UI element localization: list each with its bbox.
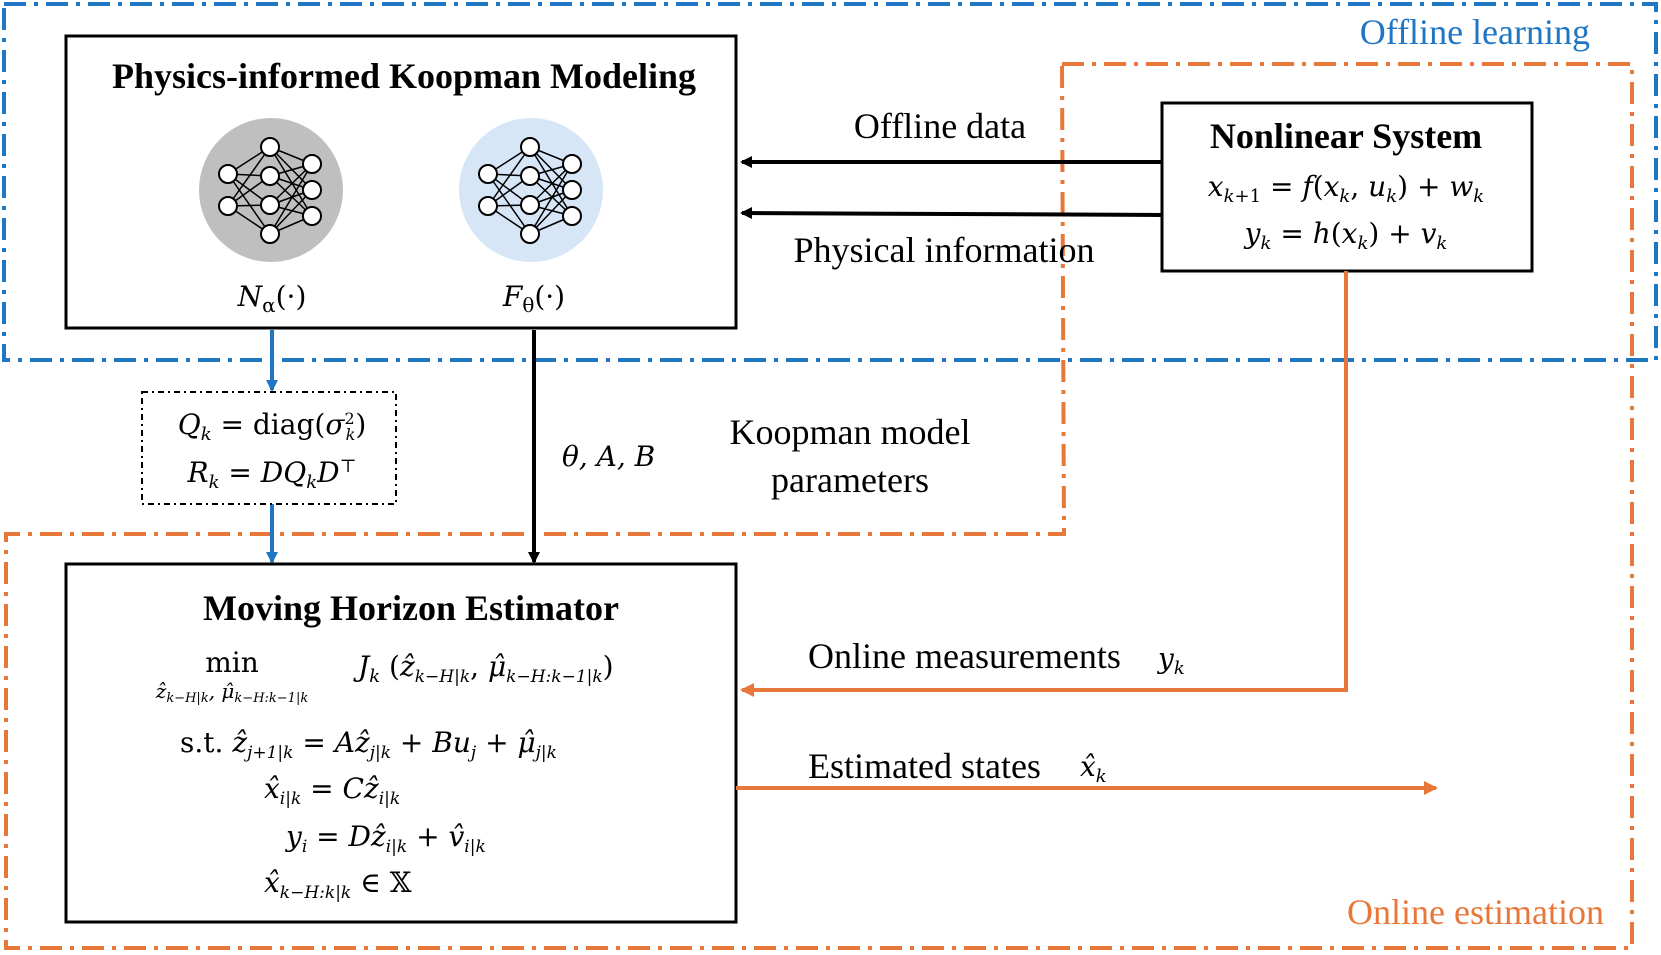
mhe-box: [64, 562, 738, 924]
mhe-constraint-state-set: x̂k−H:k|k ∈ 𝕏: [264, 866, 412, 903]
neural-network-n-alpha-icon: [199, 118, 343, 262]
mhe-min-label: min: [205, 646, 259, 679]
online-estimation-label: Online estimation: [1347, 892, 1604, 932]
physical-information-label: Physical information: [794, 230, 1095, 270]
neural-network-f-theta-icon: [459, 118, 603, 262]
offline-learning-frame: [2, 2, 1658, 362]
n-alpha-label: Nα(·): [237, 280, 307, 317]
koopman-params-label-line1: Koopman model: [730, 412, 971, 452]
mhe-objective: Jk (ẑk−H|k, μ̂k−H:k−1|k): [353, 650, 614, 687]
noise-covariance-box: [141, 391, 397, 505]
mhe-constraint-dynamics: s.t. ẑj+1|k = Aẑj|k + Buj + μ̂j|k: [180, 726, 557, 763]
online-measurements-label: Online measurements: [808, 636, 1121, 676]
online-measurements-arrow: [740, 271, 1348, 697]
mhe-constraint-output-map: x̂i|k = Cẑi|k: [264, 772, 400, 809]
offline-learning-label: Offline learning: [1360, 12, 1590, 52]
nonlinear-system-eq2: yk = h(xk) + vk: [1243, 217, 1448, 254]
koopman-modeling-title: Physics-informed Koopman Modeling: [112, 56, 696, 96]
online-measurements-symbol: yk: [1156, 642, 1185, 679]
koopman-params-label-line2: parameters: [771, 460, 929, 500]
f-theta-label: Fθ(·): [502, 280, 565, 317]
physical-information-arrow: [740, 207, 1163, 220]
nonlinear-system-box: [1160, 101, 1534, 273]
nonlinear-system-eq1: xk+1 = f(xk, uk) + wk: [1208, 170, 1484, 207]
koopman-modeling-box: [64, 34, 738, 330]
r-k-equation: Rk = DQkD⊤: [187, 456, 357, 493]
offline-data-label: Offline data: [854, 106, 1026, 146]
online-estimation-frame: [4, 62, 1634, 950]
estimated-states-label: Estimated states: [808, 746, 1041, 786]
theta-a-b-label: θ, A, B: [562, 440, 655, 473]
estimated-states-symbol: x̂k: [1080, 750, 1107, 787]
mhe-constraint-measurement: yi = Dẑi|k + v̂i|k: [284, 820, 486, 857]
nonlinear-system-title: Nonlinear System: [1210, 116, 1482, 156]
mhe-title: Moving Horizon Estimator: [203, 588, 619, 628]
